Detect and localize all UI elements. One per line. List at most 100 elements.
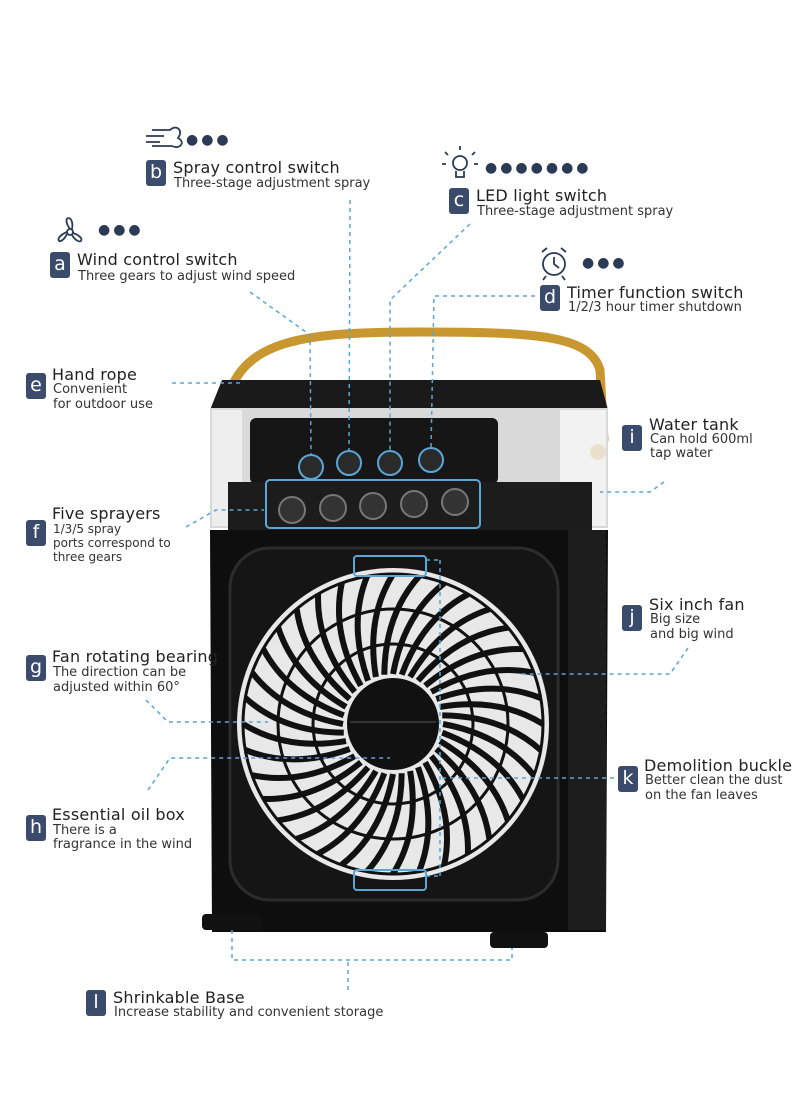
desc-oil-box-1: There is a xyxy=(53,823,117,838)
dots-c: ●●●●●●● xyxy=(485,160,592,176)
grille-bar xyxy=(423,646,524,689)
badge-b: b xyxy=(146,160,166,186)
badge-j: j xyxy=(622,605,642,631)
desc-five-sprayers-3: three gears xyxy=(53,550,123,564)
title-water-tank: Water tank xyxy=(649,415,739,434)
grille-bar xyxy=(262,759,363,802)
dots-a: ●●● xyxy=(98,222,144,238)
desc-oil-box-2: fragrance in the wind xyxy=(53,837,193,852)
grille-bar xyxy=(407,606,491,679)
title-fan-bearing: Fan rotating bearing xyxy=(52,647,219,666)
badge-e: e xyxy=(26,373,46,399)
title-shrinkable-base: Shrinkable Base xyxy=(113,988,245,1007)
control-buttons xyxy=(298,447,444,480)
grille-bar xyxy=(315,593,358,694)
badge-c: c xyxy=(449,188,469,214)
grille-bar xyxy=(442,712,543,753)
badge-g: g xyxy=(26,655,46,681)
grille-bar xyxy=(335,582,364,688)
desc-hand-rope-1: Convenient xyxy=(53,382,128,397)
hand-rope-handle xyxy=(221,327,609,445)
fan-icon xyxy=(57,217,83,243)
grille-bar xyxy=(295,769,379,842)
grille-bar xyxy=(354,575,371,682)
grille-bar xyxy=(442,721,537,778)
grille-bar xyxy=(275,626,348,710)
dots-b: ●●● xyxy=(186,132,232,148)
grille-bar xyxy=(438,738,511,822)
grille-ring xyxy=(276,607,510,841)
grille-ring xyxy=(241,572,545,876)
top-cap xyxy=(210,380,608,410)
title-five-sprayers: Five sprayers xyxy=(52,504,161,523)
badge-a: a xyxy=(50,252,70,278)
grille-bar xyxy=(244,746,351,763)
alarm-clock-icon xyxy=(541,247,567,281)
desc-shrinkable-base: Increase stability and convenient storag… xyxy=(114,1005,384,1020)
grille-bar xyxy=(339,773,396,868)
grille-bar xyxy=(441,729,526,801)
title-oil-box: Essential oil box xyxy=(52,805,185,824)
grille-bar xyxy=(435,685,542,702)
grille-bar xyxy=(390,770,416,876)
title-led-light: LED light switch xyxy=(476,186,608,205)
badge-d: d xyxy=(540,285,560,311)
desc-fan-bearing-1: The direction can be xyxy=(53,665,187,680)
badge-k: k xyxy=(618,766,638,792)
grille-bar xyxy=(428,754,471,855)
desc-six-inch-fan-2: and big wind xyxy=(650,627,734,642)
title-spray-control: Spray control switch xyxy=(173,158,340,177)
control-panel xyxy=(250,418,498,484)
desc-five-sprayers-1: 1/3/5 spray xyxy=(53,522,122,536)
title-hand-rope: Hand rope xyxy=(52,365,138,384)
grille-bar xyxy=(251,753,357,782)
grille-bar xyxy=(429,666,535,695)
fan-grille-bars xyxy=(241,572,545,876)
fan-hub xyxy=(347,678,439,770)
desc-five-sprayers-2: ports correspond to xyxy=(53,536,171,550)
grille-bar xyxy=(316,772,388,857)
light-bulb-icon xyxy=(442,146,478,178)
grille-bar xyxy=(370,572,396,678)
desc-wind-control: Three gears to adjust wind speed xyxy=(78,269,296,284)
badge-i: i xyxy=(622,425,642,451)
grille-bar xyxy=(415,766,432,873)
desc-spray-control: Three-stage adjustment spray xyxy=(174,176,371,191)
title-six-inch-fan: Six inch fan xyxy=(649,595,745,614)
desc-demolition-buckle-1: Better clean the dust xyxy=(645,773,783,788)
grille-bar xyxy=(364,773,405,874)
title-wind-control: Wind control switch xyxy=(77,250,238,269)
grille-bar xyxy=(260,647,345,719)
desc-timer: 1/2/3 hour timer shutdown xyxy=(568,300,742,315)
badge-l: l xyxy=(86,990,106,1016)
grille-bar xyxy=(439,701,545,727)
grille-bar xyxy=(422,760,451,866)
desc-water-tank-2: tap water xyxy=(650,446,713,461)
desc-fan-bearing-2: adjusted within 60° xyxy=(53,680,180,695)
desc-demolition-buckle-2: on the fan leaves xyxy=(645,788,758,803)
dots-d: ●●● xyxy=(582,255,628,271)
sprayer-nozzles xyxy=(278,488,469,524)
grille-bar xyxy=(293,608,352,702)
grille-bar xyxy=(390,580,447,675)
spray-icon xyxy=(146,126,183,148)
desc-led-light: Three-stage adjustment spray xyxy=(477,204,674,219)
grille-bar xyxy=(241,721,347,747)
title-timer: Timer function switch xyxy=(567,283,744,302)
title-demolition-buckle: Demolition buckle xyxy=(644,756,793,775)
badge-h: h xyxy=(26,815,46,841)
grille-bar xyxy=(381,574,422,675)
leader-lines xyxy=(145,199,689,992)
grille-bar xyxy=(398,591,470,676)
grille-bar xyxy=(243,695,344,736)
grille-ring xyxy=(311,642,475,806)
grille-bar xyxy=(277,765,371,824)
base-foot-left xyxy=(202,914,262,930)
badge-f: f xyxy=(26,520,46,546)
desc-water-tank-1: Can hold 600ml xyxy=(650,432,753,447)
grille-bar xyxy=(434,746,493,840)
desc-hand-rope-2: for outdoor use xyxy=(53,397,153,412)
base-foot-right xyxy=(490,932,548,948)
